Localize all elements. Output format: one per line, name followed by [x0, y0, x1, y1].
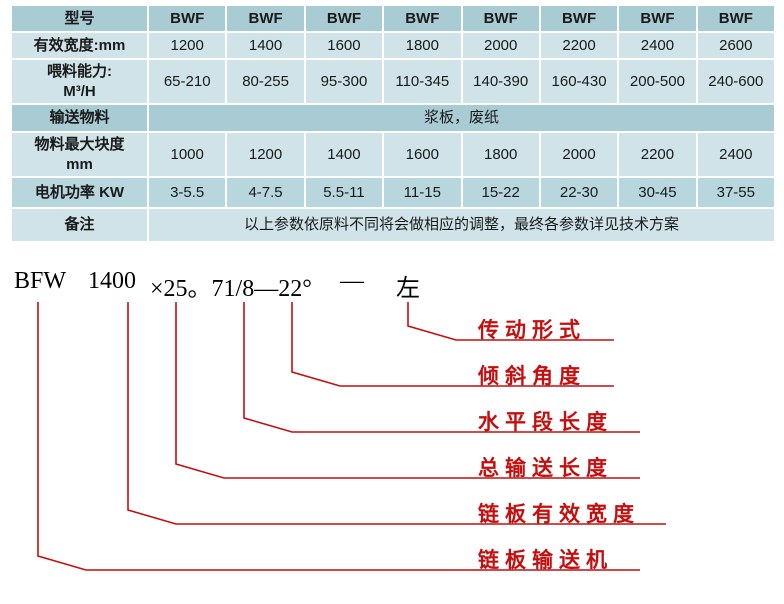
model-part-lengths-angle: ×25。71/8—22°	[150, 276, 312, 302]
model-part-dash: —	[340, 268, 364, 294]
spec-cell: 1000	[146, 131, 228, 178]
spec-cell: 1800	[460, 131, 541, 178]
spec-cell: 2000	[538, 131, 620, 178]
spec-cell: 1400	[303, 131, 385, 178]
row-label-line2: M³/H	[63, 82, 96, 100]
spec-row-label: 备注	[10, 207, 149, 243]
callout-plate-width: 链板有效宽度	[478, 502, 640, 526]
callout-horizontal-length: 水平段长度	[478, 410, 613, 434]
spec-row-label: 喂料能力: M³/H	[10, 58, 149, 105]
spec-cell: 200-500	[617, 58, 698, 105]
spec-cell: 95-300	[303, 58, 385, 105]
spec-cell: 160-430	[538, 58, 620, 105]
spec-cell: 1400	[225, 31, 306, 60]
callout-total-length: 总输送长度	[478, 456, 613, 480]
row-label-line1: 物料最大块度	[34, 136, 125, 153]
spec-cell: 2200	[617, 131, 698, 178]
spec-cell: BWF	[225, 4, 306, 33]
table-row-motor-power: 电机功率 KW 3-5.5 4-7.5 5.5-11 11-15 15-22 2…	[10, 176, 777, 209]
spec-cell: 2400	[617, 31, 698, 60]
spec-cell: BWF	[146, 4, 228, 33]
spec-cell: BWF	[382, 4, 463, 33]
spec-cell: 110-345	[382, 58, 463, 105]
spec-cell: 5.5-11	[303, 176, 385, 209]
spec-cell: 1200	[146, 31, 228, 60]
spec-cell: 2400	[695, 131, 777, 178]
callout-drive-type: 传动形式	[478, 318, 586, 342]
spec-row-label: 有效宽度:mm	[10, 31, 149, 60]
spec-cell: 37-55	[695, 176, 777, 209]
table-row-model: 型号 BWF BWF BWF BWF BWF BWF BWF BWF	[10, 4, 777, 33]
model-code: BFW 1400 ×25。71/8—22° — 左	[0, 268, 784, 302]
spec-cell: 240-600	[695, 58, 777, 105]
spec-cell: 2000	[460, 31, 541, 60]
spec-row-label: 型号	[10, 4, 149, 33]
table-row-width: 有效宽度:mm 1200 1400 1600 1800 2000 2200 24…	[10, 31, 777, 60]
spec-merged-cell: 浆板，废纸	[147, 103, 776, 133]
spec-cell: 1800	[382, 31, 463, 60]
spec-cell: 1600	[303, 31, 385, 60]
spec-cell: 3-5.5	[146, 176, 228, 209]
table-row-remarks: 备注 以上参数依原料不同将会做相应的调整，最终各参数详见技术方案	[10, 207, 776, 243]
callout-incline-angle: 倾斜角度	[478, 364, 586, 388]
spec-row-label: 输送物料	[10, 103, 149, 133]
spec-cell: 1600	[382, 131, 463, 178]
spec-cell: BWF	[617, 4, 698, 33]
spec-cell: 30-45	[617, 176, 698, 209]
row-label-line2: mm	[66, 155, 93, 173]
table-row-lump-size: 物料最大块度 mm 1000 1200 1400 1600 1800 2000 …	[10, 131, 777, 178]
spec-cell: 22-30	[538, 176, 620, 209]
spec-cell: 2600	[695, 31, 777, 60]
row-label-line1: 喂料能力:	[47, 63, 112, 80]
spec-cell: 80-255	[225, 58, 306, 105]
spec-cell: 2200	[538, 31, 620, 60]
spec-cell: 65-210	[146, 58, 228, 105]
callout-conveyor: 链板输送机	[478, 548, 613, 572]
spec-row-label: 电机功率 KW	[10, 176, 149, 209]
spec-cell: 140-390	[460, 58, 541, 105]
table-row-material: 输送物料 浆板，废纸	[10, 103, 776, 133]
table-row-capacity: 喂料能力: M³/H 65-210 80-255 95-300 110-345 …	[10, 58, 777, 105]
model-part-drive-side: 左	[396, 276, 420, 302]
spec-cell: BWF	[303, 4, 385, 33]
spec-cell: 4-7.5	[225, 176, 306, 209]
spec-merged-cell: 以上参数依原料不同将会做相应的调整，最终各参数详见技术方案	[147, 207, 776, 243]
model-part-series: BFW	[14, 268, 67, 294]
spec-cell: 11-15	[382, 176, 463, 209]
spec-cell: BWF	[460, 4, 541, 33]
spec-cell: BWF	[538, 4, 620, 33]
spec-cell: BWF	[695, 4, 777, 33]
spec-table: 型号 BWF BWF BWF BWF BWF BWF BWF BWF 有效宽度:…	[10, 4, 777, 243]
spec-cell: 15-22	[460, 176, 541, 209]
spec-row-label: 物料最大块度 mm	[10, 131, 149, 178]
model-part-width: 1400	[88, 268, 136, 294]
spec-cell: 1200	[225, 131, 306, 178]
